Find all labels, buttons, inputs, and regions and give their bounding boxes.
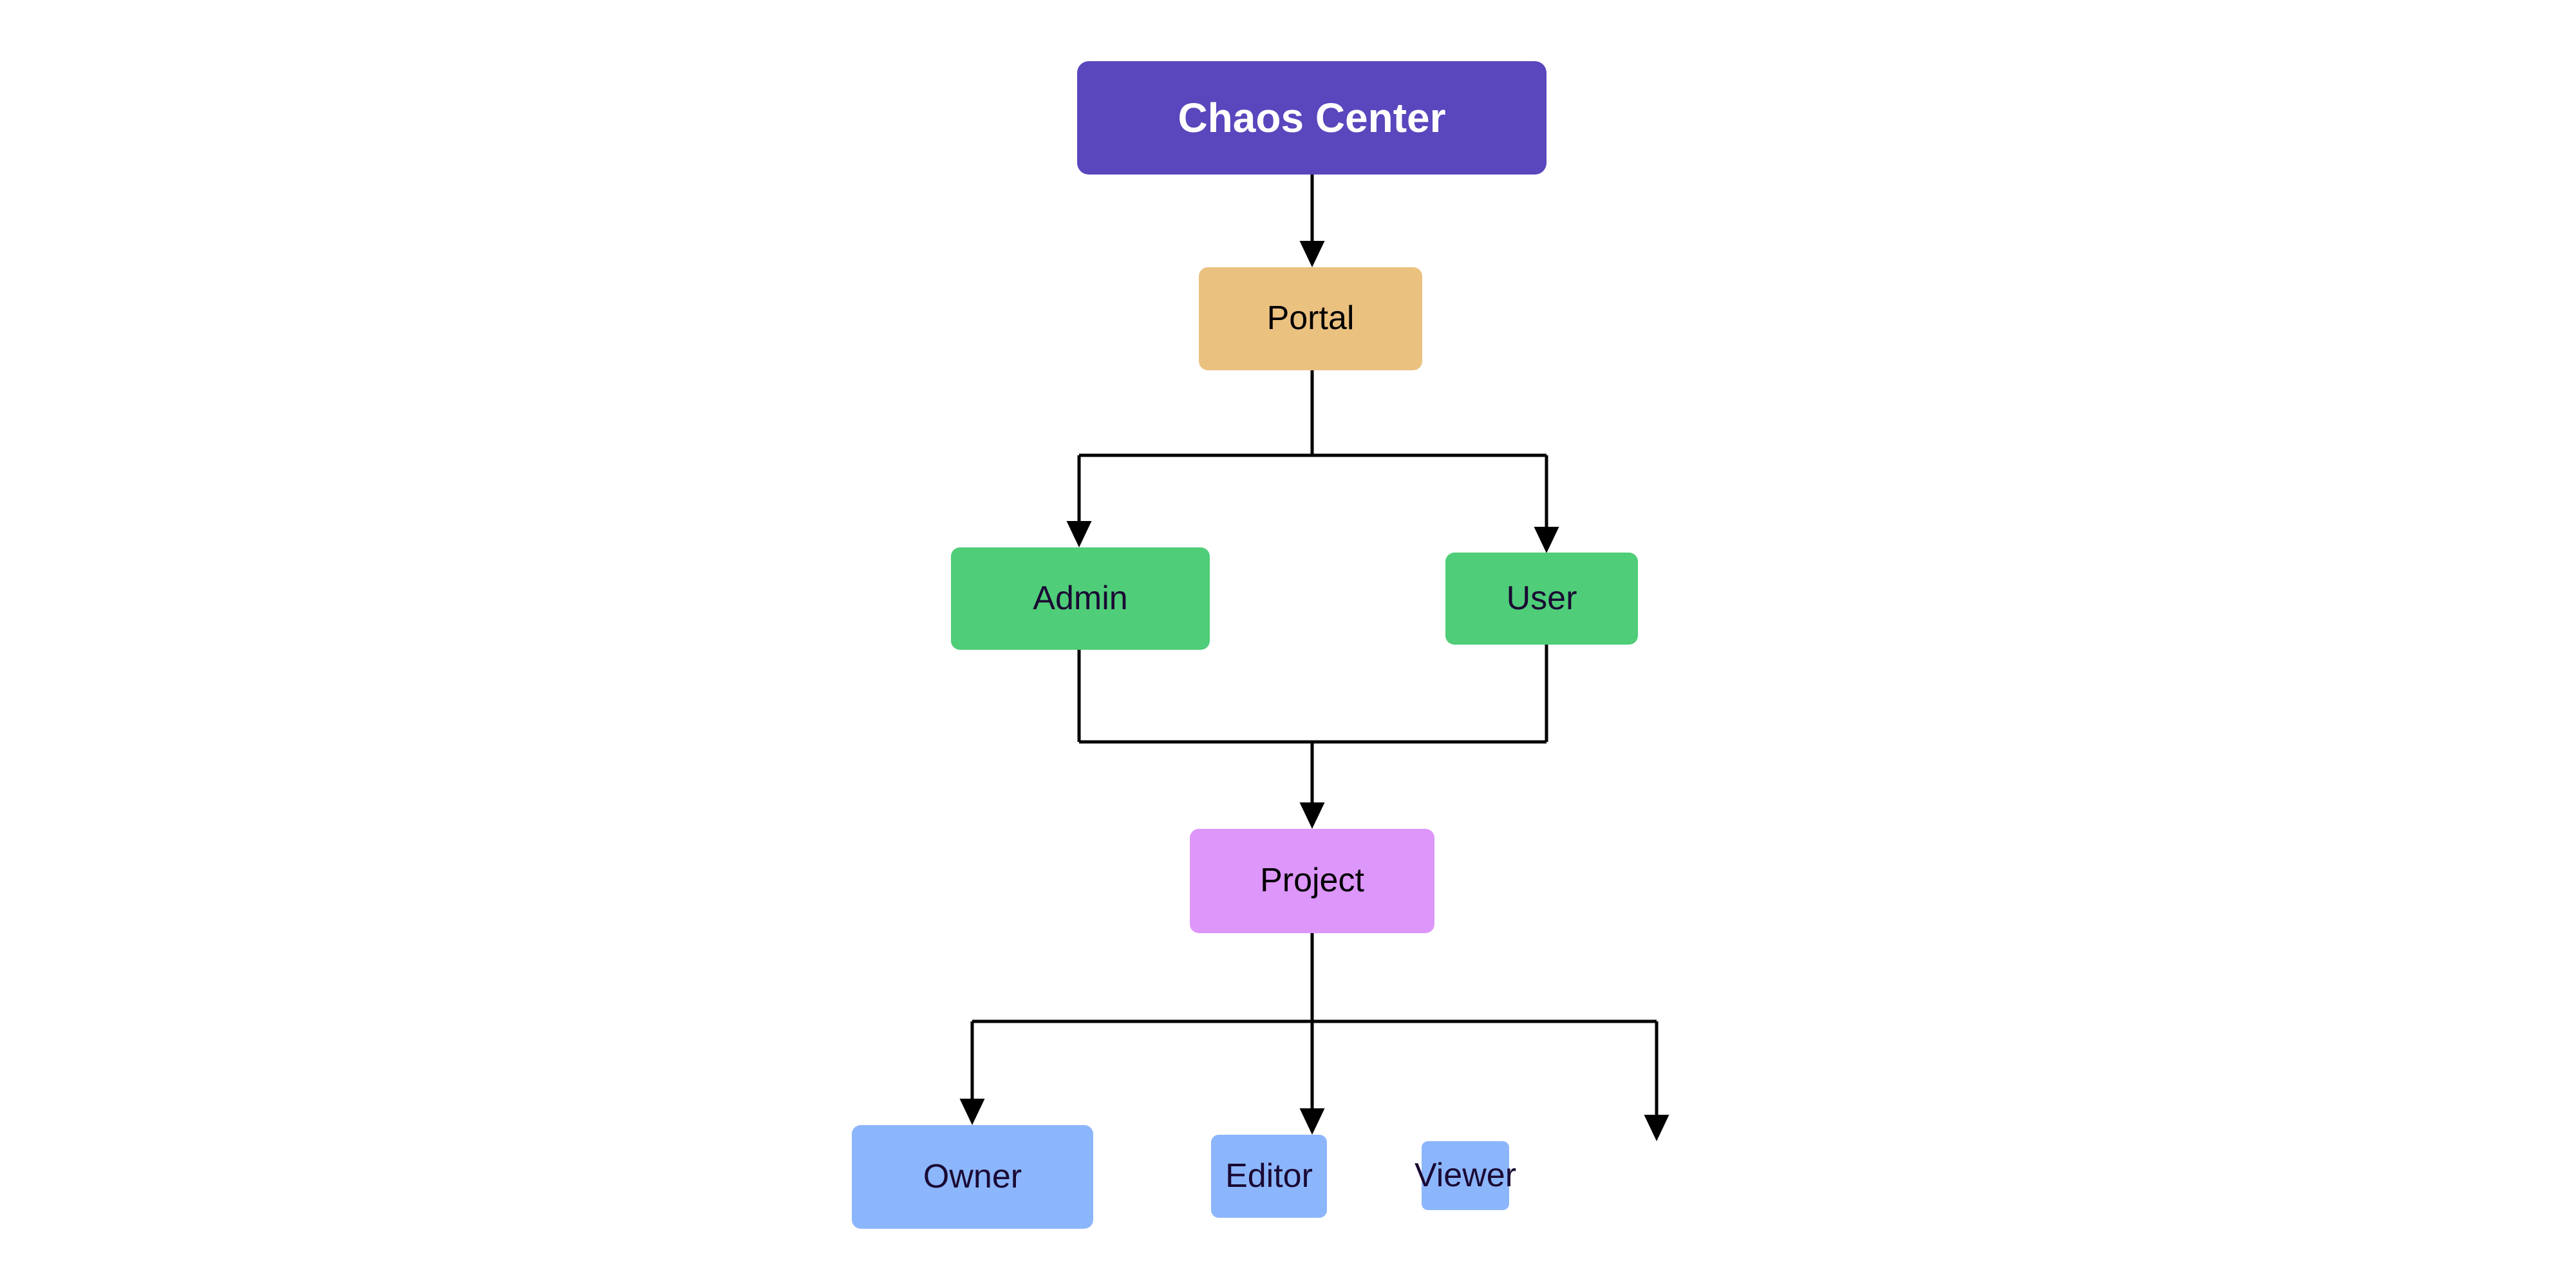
- node-editor[interactable]: Editor: [1211, 1135, 1327, 1218]
- node-portal[interactable]: Portal: [1199, 267, 1422, 370]
- node-portal-label: Portal: [1266, 299, 1355, 337]
- node-admin[interactable]: Admin: [951, 547, 1210, 650]
- node-owner[interactable]: Owner: [852, 1125, 1093, 1229]
- node-admin-label: Admin: [1033, 579, 1128, 617]
- node-owner-label: Owner: [923, 1157, 1022, 1195]
- node-chaos-center-label: Chaos Center: [1178, 94, 1446, 141]
- node-user-label: User: [1506, 579, 1577, 617]
- node-viewer-label: Viewer: [1415, 1156, 1517, 1194]
- node-viewer[interactable]: Viewer: [1415, 1141, 1516, 1210]
- edge-merge-bus: [1079, 740, 1547, 829]
- edge-portal-to-bus: [1079, 370, 1547, 457]
- node-chaos-center[interactable]: Chaos Center: [1077, 61, 1547, 175]
- node-editor-label: Editor: [1225, 1157, 1313, 1195]
- edge-project-to-bus: [972, 933, 1657, 1023]
- node-user[interactable]: User: [1445, 553, 1638, 645]
- node-project-label: Project: [1260, 862, 1364, 900]
- node-project[interactable]: Project: [1190, 829, 1434, 933]
